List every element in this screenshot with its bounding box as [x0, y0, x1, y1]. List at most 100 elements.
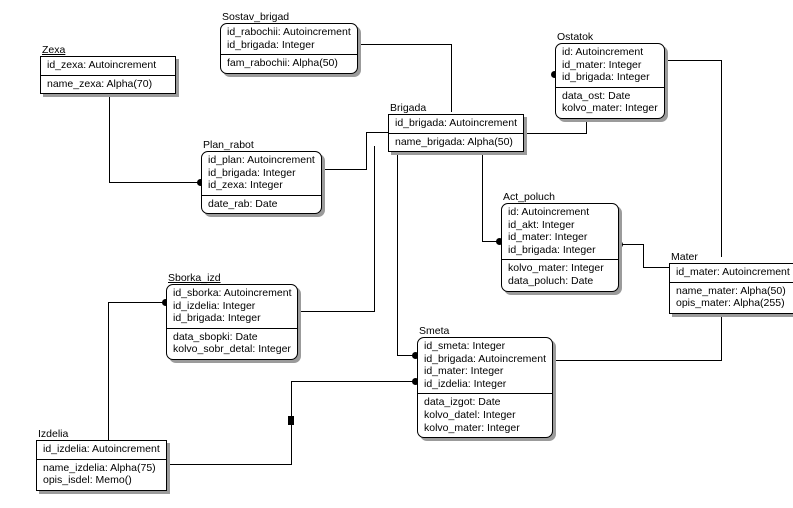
connector-act-mater-h2: [643, 267, 670, 268]
entity-smeta[interactable]: Smeta id_smeta: Integer id_brigada: Auto…: [417, 325, 553, 439]
entity-izdelia-title: Izdelia: [38, 428, 69, 440]
entity-zexa-box[interactable]: id_zexa: Autoincrement name_zexa: Alpha(…: [40, 56, 176, 95]
entity-zexa-data: name_zexa: Alpha(70): [41, 74, 175, 94]
connector-plan-brigada-h1: [320, 169, 367, 170]
field-kolvo-sobr-detal: kolvo_sobr_detal: Integer: [173, 343, 291, 356]
endpoint-dot-act-right: [616, 241, 623, 248]
entity-plan-rabot-title: Plan_rabot: [203, 139, 254, 151]
field-smeta-id-mater: id_mater: Integer: [424, 365, 504, 378]
connector-zexa-plan-vertical: [109, 88, 110, 183]
field-data-poluch: data_poluch: Date: [508, 274, 594, 287]
connector-act-mater-h1: [621, 244, 644, 245]
connector-ostatok-mater-h: [655, 60, 722, 61]
field-mater-id: id_mater: Autoincrement: [676, 266, 790, 278]
entity-smeta-box[interactable]: id_smeta: Integer id_brigada: Autoincrem…: [417, 337, 553, 439]
entity-izdelia[interactable]: Izdelia id_izdelia: Autoincrement name_i…: [36, 428, 167, 491]
connector-izdelia-sborka-v: [108, 302, 109, 465]
field-act-id: id: Autoincrement: [508, 206, 590, 218]
connector-mater-smeta-h: [548, 360, 722, 361]
field-id-rabochii: id_rabochii: Autoincrement: [227, 26, 351, 38]
connector-brigada-act-h: [482, 241, 501, 242]
field-opis-isdel: opis_isdel: Memo(): [43, 474, 132, 487]
entity-izdelia-box[interactable]: id_izdelia: Autoincrement name_izdelia: …: [36, 440, 167, 491]
entity-plan-rabot-box[interactable]: id_plan: Autoincrement id_brigada: Integ…: [201, 151, 322, 215]
field-brigada-id: id_brigada: Autoincrement: [395, 117, 517, 129]
connector-sostav-brigada-horizontal: [356, 44, 452, 45]
entity-sborka-izd-title: Sborka_izd: [168, 272, 221, 284]
connector-sostav-brigada-vertical: [451, 44, 452, 112]
endpoint-dot-plan-id-zexa: [197, 179, 204, 186]
field-plan-id-brigada: id_brigada: Integer: [208, 166, 296, 179]
field-id-zexa: id_zexa: Autoincrement: [47, 59, 157, 71]
entity-zexa[interactable]: Zexa id_zexa: Autoincrement name_zexa: A…: [40, 44, 176, 95]
connector-brigada-smeta-h: [397, 355, 417, 356]
entity-ostatok-title: Ostatok: [557, 31, 594, 43]
entity-sostav-brigad-keys: id_rabochii: Autoincrement id_brigada: I…: [221, 24, 357, 54]
field-fam-rabochii: fam_rabochii: Alpha(50): [227, 57, 338, 70]
field-act-kolvo-mater: kolvo_mater: Integer: [508, 262, 604, 275]
connector-izdelia-smeta-h2: [291, 381, 417, 382]
entity-mater[interactable]: Mater id_mater: Autoincrement name_mater…: [669, 251, 793, 314]
entity-sborka-izd-keys: id_sborka: Autoincrement id_izdelia: Int…: [167, 285, 297, 328]
connector-brigada-ostatok-h1: [515, 133, 587, 134]
entity-brigada-box[interactable]: id_brigada: Autoincrement name_brigada: …: [388, 114, 524, 153]
endpoint-dot-act-left: [496, 238, 503, 245]
entity-act-poluch-data: kolvo_mater: Integer data_poluch: Date: [502, 259, 618, 290]
entity-sostav-brigad-title: Sostav_brigad: [222, 11, 290, 23]
entity-sostav-brigad[interactable]: Sostav_brigad id_rabochii: Autoincrement…: [220, 11, 358, 74]
connector-mater-smeta-v: [721, 311, 722, 361]
field-act-id-mater: id_mater: Integer: [508, 231, 588, 244]
entity-plan-rabot-data: date_rab: Date: [202, 194, 321, 214]
field-sborka-id-izdelia: id_izdelia: Integer: [173, 299, 256, 312]
entity-sborka-izd[interactable]: Sborka_izd id_sborka: Autoincrement id_i…: [166, 272, 299, 360]
entity-brigada[interactable]: Brigada id_brigada: Autoincrement name_b…: [388, 102, 524, 153]
entity-sostav-brigad-box[interactable]: id_rabochii: Autoincrement id_brigada: I…: [220, 23, 358, 74]
connector-ostatok-mater-v: [721, 60, 722, 257]
connector-plan-brigada-h2: [366, 132, 391, 133]
crossing-marker-izdelia-smeta: [288, 416, 294, 425]
entity-ostatok-data: data_ost: Date kolvo_mater: Integer: [556, 86, 664, 118]
entity-act-poluch-title: Act_poluch: [503, 191, 555, 203]
field-id-plan: id_plan: Autoincrement: [208, 154, 315, 166]
entity-ostatok-keys: id: Autoincrement id_mater: Integer id_b…: [556, 44, 664, 87]
entity-mater-box[interactable]: id_mater: Autoincrement name_mater: Alph…: [669, 263, 793, 314]
field-smeta-id-izdelia: id_izdelia: Integer: [424, 377, 507, 390]
entity-zexa-keys: id_zexa: Autoincrement: [41, 57, 175, 75]
entity-mater-data: name_mater: Alpha(50) opis_mater: Alpha(…: [670, 281, 793, 313]
entity-act-poluch[interactable]: Act_poluch id: Autoincrement id_akt: Int…: [501, 191, 619, 292]
field-ostatok-id-brigada: id_brigada: Integer: [562, 71, 650, 84]
field-name-brigada: name_brigada: Alpha(50): [395, 135, 513, 148]
field-name-zexa: name_zexa: Alpha(70): [47, 77, 153, 90]
field-ostatok-id: id: Autoincrement: [562, 46, 644, 58]
entity-sostav-brigad-data: fam_rabochii: Alpha(50): [221, 54, 357, 73]
entity-sborka-izd-box[interactable]: id_sborka: Autoincrement id_izdelia: Int…: [166, 284, 299, 360]
entity-smeta-keys: id_smeta: Integer id_brigada: Autoincrem…: [418, 338, 552, 393]
entity-mater-title: Mater: [671, 251, 698, 263]
entity-brigada-title: Brigada: [390, 102, 427, 114]
entity-act-poluch-keys: id: Autoincrement id_akt: Integer id_mat…: [502, 204, 618, 259]
entity-ostatok[interactable]: Ostatok id: Autoincrement id_mater: Inte…: [555, 31, 665, 119]
field-izdelia-id: id_izdelia: Autoincrement: [43, 443, 160, 455]
field-act-id-brigada: id_brigada: Integer: [508, 243, 596, 256]
field-ostatok-kolvo-mater: kolvo_mater: Integer: [562, 102, 658, 115]
field-name-izdelia: name_izdelia: Alpha(75): [43, 461, 156, 474]
field-sborka-id-brigada: id_brigada: Integer: [173, 312, 261, 325]
field-opis-mater: opis_mater: Alpha(255): [676, 297, 785, 310]
field-smeta-id-brigada: id_brigada: Autoincrement: [424, 352, 546, 365]
field-ostatok-id-mater: id_mater: Integer: [562, 58, 642, 71]
entity-act-poluch-box[interactable]: id: Autoincrement id_akt: Integer id_mat…: [501, 203, 619, 292]
connector-izdelia-sborka-h1: [108, 302, 166, 303]
field-data-sbopki: data_sbopki: Date: [173, 330, 258, 343]
field-plan-id-zexa: id_zexa: Integer: [208, 179, 283, 192]
connector-plan-brigada-v: [366, 132, 367, 170]
endpoint-dot-smeta-left-brigada: [412, 352, 419, 359]
entity-smeta-title: Smeta: [419, 325, 450, 337]
field-id-sborka: id_sborka: Autoincrement: [173, 287, 292, 299]
field-id-smeta: id_smeta: Integer: [424, 340, 506, 352]
entity-ostatok-box[interactable]: id: Autoincrement id_mater: Integer id_b…: [555, 43, 665, 119]
field-kolvo-datel: kolvo_datel: Integer: [424, 408, 516, 421]
entity-zexa-title: Zexa: [42, 44, 66, 56]
endpoint-dot-ostatok-left: [551, 71, 558, 78]
entity-plan-rabot[interactable]: Plan_rabot id_plan: Autoincrement id_bri…: [201, 139, 322, 215]
